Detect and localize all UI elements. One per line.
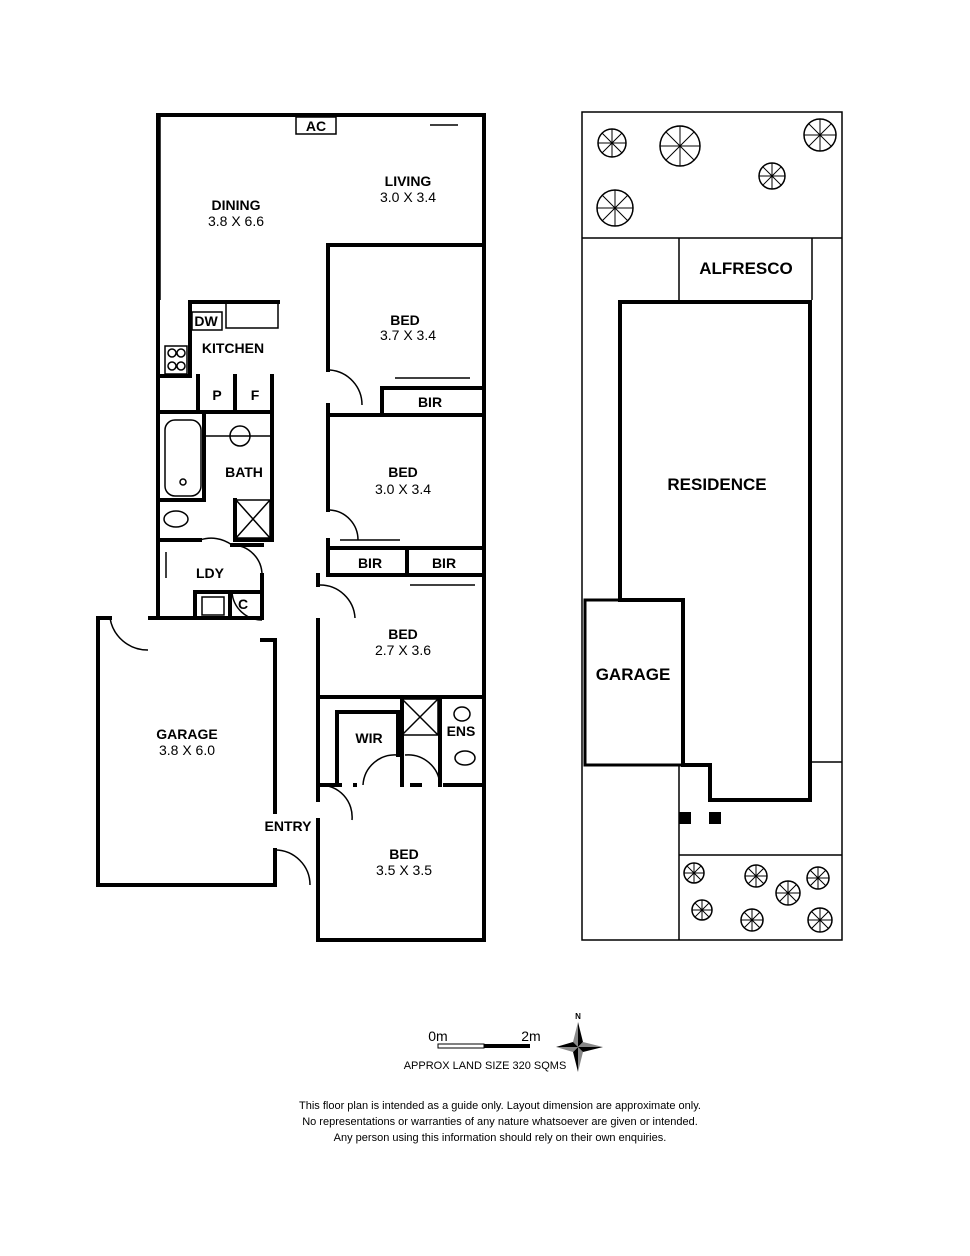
dw-label: DW — [194, 313, 218, 329]
site-garage-label: GARAGE — [596, 665, 671, 684]
tree-icon — [740, 908, 764, 932]
bed1-size: 3.7 X 3.4 — [380, 327, 436, 343]
bir-label: BIR — [418, 394, 442, 410]
living-size: 3.0 X 3.4 — [380, 189, 436, 205]
dining-label: DINING — [212, 197, 261, 213]
disclaimer: This floor plan is intended as a guide o… — [0, 1098, 970, 1146]
disclaimer-line: No representations or warranties of any … — [302, 1116, 698, 1128]
bed3-label: BED — [388, 626, 418, 642]
kitchen-label: KITCHEN — [202, 340, 264, 356]
cupboard-label: C — [238, 596, 248, 612]
north-label: N — [575, 1012, 581, 1021]
tree-icon — [803, 118, 837, 152]
tree-icon — [807, 907, 833, 933]
tree-icon — [683, 862, 705, 884]
living-label: LIVING — [385, 173, 432, 189]
fixtures — [109, 115, 476, 886]
bed3-size: 2.7 X 3.6 — [375, 642, 431, 658]
disclaimer-line: This floor plan is intended as a guide o… — [299, 1100, 701, 1112]
bed2-size: 3.0 X 3.4 — [375, 481, 431, 497]
scale-end: 2m — [521, 1028, 540, 1044]
garage-label: GARAGE — [156, 726, 217, 742]
fridge-label: F — [251, 387, 260, 403]
bed1-label: BED — [390, 312, 420, 328]
tree-icon — [596, 189, 634, 227]
pantry-label: P — [212, 387, 221, 403]
disclaimer-line: Any person using this information should… — [333, 1132, 667, 1144]
dining-size: 3.8 X 6.6 — [208, 213, 264, 229]
tree-icon — [597, 128, 627, 158]
entry-label: ENTRY — [265, 818, 313, 834]
tree-icon — [691, 899, 713, 921]
site-plan: ALFRESCO RESIDENCE GARAGE — [581, 111, 843, 941]
house-walls — [96, 113, 486, 942]
land-size: APPROX LAND SIZE 320 SQMS — [404, 1060, 567, 1072]
ac-label: AC — [306, 118, 326, 134]
bath-label: BATH — [225, 464, 263, 480]
bir-label: BIR — [358, 555, 382, 571]
trees — [596, 118, 837, 933]
ensuite-label: ENS — [447, 723, 476, 739]
tree-icon — [758, 162, 786, 190]
bir-label: BIR — [432, 555, 456, 571]
tree-icon — [806, 866, 830, 890]
residence-label: RESIDENCE — [667, 475, 766, 494]
tree-icon — [659, 125, 701, 167]
bed4-size: 3.5 X 3.5 — [376, 862, 432, 878]
room-labels: AC DINING 3.8 X 6.6 LIVING 3.0 X 3.4 BED… — [156, 118, 475, 878]
scale-start: 0m — [428, 1028, 447, 1044]
wir-label: WIR — [355, 730, 382, 746]
north-compass-icon: N — [556, 1012, 603, 1072]
alfresco-label: ALFRESCO — [699, 259, 793, 278]
tree-icon — [744, 864, 768, 888]
bed2-label: BED — [388, 464, 418, 480]
bed4-label: BED — [389, 846, 419, 862]
scale-bar: 0m 2m APPROX LAND SIZE 320 SQMS — [404, 1028, 567, 1072]
tree-icon — [775, 880, 801, 906]
laundry-label: LDY — [196, 565, 225, 581]
garage-size: 3.8 X 6.0 — [159, 742, 215, 758]
